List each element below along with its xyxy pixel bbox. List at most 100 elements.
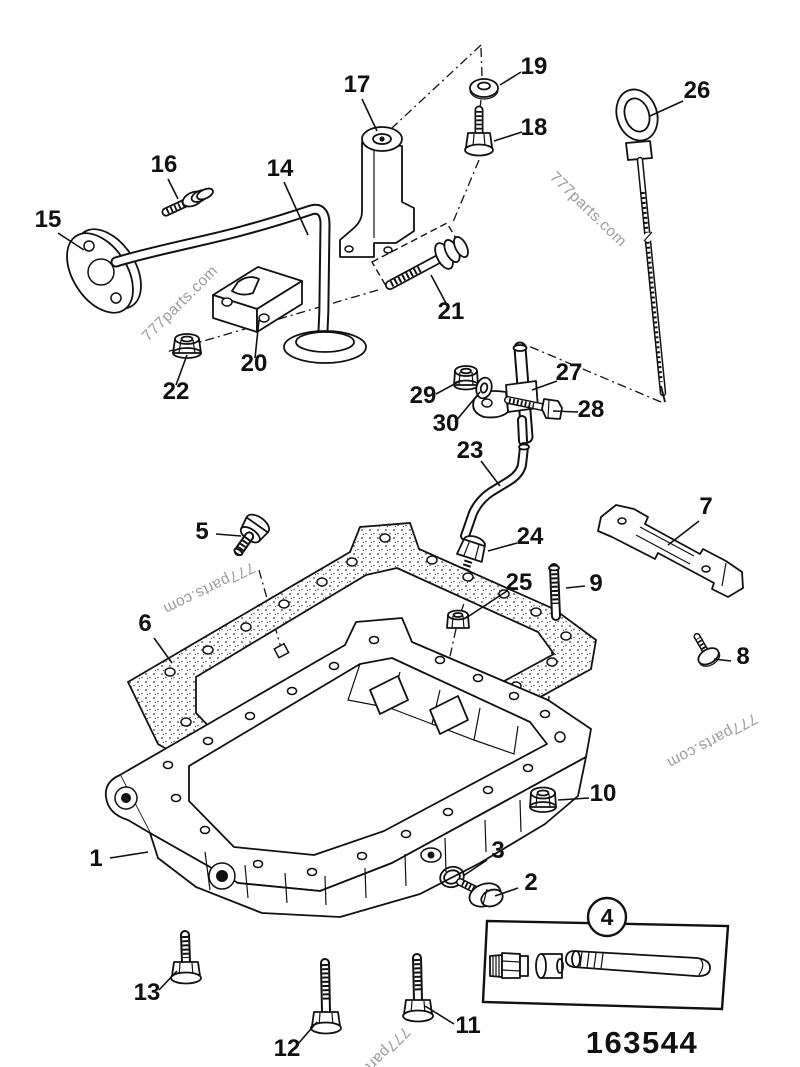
leader-line-12: [296, 1021, 318, 1046]
leader-line-23: [480, 460, 501, 487]
leader-line-30: [454, 391, 481, 423]
bolt-13: [170, 930, 202, 985]
kit-badge-circle: [586, 896, 628, 938]
watermark-text-4: 777parts.com: [664, 709, 760, 771]
oil-pan-1: [104, 617, 592, 918]
clamp-20: [212, 266, 303, 333]
leader-line-22: [175, 354, 188, 386]
pan-flange-holes: [162, 635, 551, 877]
leader-line-7: [667, 520, 700, 546]
part-label-10: 10: [590, 780, 617, 807]
leader-line-21: [430, 274, 448, 306]
leader-line-13: [158, 970, 178, 991]
nut-29: [453, 365, 479, 391]
leader-line-24: [487, 542, 518, 552]
part-label-8: 8: [736, 643, 749, 670]
leader-line-11: [424, 1005, 455, 1025]
stud-9: [548, 563, 561, 621]
leader-line-6: [153, 637, 173, 664]
part-label-5: 5: [195, 518, 208, 545]
leader-line-20: [254, 319, 260, 359]
part-labels: 1235678910111213141516171819202122232425…: [35, 53, 750, 1062]
watermark-text-2: 777parts.com: [139, 262, 222, 345]
part-label-27: 27: [556, 359, 583, 386]
bolt-28: [504, 396, 563, 420]
pan-interior: [347, 663, 519, 755]
leader-line-1: [109, 851, 149, 859]
watermark-text-5: 777parts.com: [331, 1023, 414, 1067]
pan-ribs: [204, 799, 522, 906]
part-label-21: 21: [438, 298, 465, 325]
washer-19: [469, 78, 499, 100]
part-label-13: 13: [134, 979, 161, 1006]
part-label-28: 28: [578, 396, 605, 423]
part-label-1: 1: [89, 845, 102, 872]
nut-25: [446, 609, 470, 629]
part-label-11: 11: [455, 1012, 480, 1039]
leader-line-17: [361, 98, 378, 132]
leader-line-29: [435, 380, 461, 395]
bolt-12: [310, 958, 342, 1035]
watermark-text-1: 777parts.com: [546, 169, 630, 251]
bolt-16: [161, 187, 214, 217]
kit-sleeve: [535, 953, 564, 979]
nut-10: [529, 786, 557, 813]
part-label-20: 20: [241, 350, 268, 377]
part-label-29: 29: [410, 382, 437, 409]
screw-8: [693, 632, 721, 667]
baffle-rail-7: [597, 504, 744, 598]
leader-line-5: [215, 533, 242, 537]
part-label-3: 3: [491, 837, 504, 864]
part-label-12: 12: [274, 1035, 301, 1062]
part-label-2: 2: [524, 869, 537, 896]
kit-badge-label: 4: [601, 904, 614, 930]
leader-line-10: [557, 797, 590, 801]
part-label-30: 30: [433, 410, 460, 437]
part-label-16: 16: [151, 151, 178, 178]
part-label-18: 18: [521, 114, 548, 141]
drain-plug-2: [456, 878, 504, 908]
part-label-15: 15: [35, 206, 62, 233]
leader-line-25: [465, 590, 508, 619]
nut-22: [172, 333, 202, 359]
part-label-19: 19: [521, 53, 548, 80]
dipstick-26: [615, 88, 667, 403]
part-label-7: 7: [699, 493, 712, 520]
bolt-21: [385, 235, 469, 290]
part-label-23: 23: [457, 437, 484, 464]
leader-line-27: [531, 380, 558, 391]
leader-line-3: [462, 859, 488, 877]
kit-hose: [564, 950, 711, 978]
part-label-25: 25: [506, 569, 533, 596]
leader-line-2: [494, 887, 519, 897]
leader-line-14: [283, 181, 309, 236]
part-label-26: 26: [684, 77, 711, 104]
part-label-14: 14: [267, 155, 294, 182]
part-label-24: 24: [517, 523, 544, 550]
leader-line-19: [499, 71, 522, 86]
bolt-11: [402, 953, 434, 1023]
bracket-17: [339, 126, 415, 258]
o-ring-3: [439, 865, 465, 889]
part-label-9: 9: [589, 570, 602, 597]
plug-5: [233, 513, 271, 557]
leader-line-28: [552, 410, 579, 413]
tube-23: [460, 442, 530, 541]
watermark-text-3: 777parts.com: [160, 558, 257, 617]
figure-number: 163544: [586, 1025, 698, 1060]
leader-line-26: [649, 100, 684, 117]
leader-line-15: [57, 232, 85, 251]
suction-pipe-assembly: [66, 203, 367, 364]
kit-fitting: [489, 952, 529, 979]
leader-line-18: [493, 131, 523, 142]
part-label-17: 17: [344, 71, 371, 98]
leader-line-8: [713, 658, 732, 662]
leader-line-16: [167, 178, 179, 200]
part-label-22: 22: [163, 378, 190, 405]
washer-30: [475, 376, 493, 400]
leader-lines: [57, 71, 732, 1046]
part-label-6: 6: [138, 610, 151, 637]
bolt-18: [464, 105, 494, 157]
kit-box-4: 4: [481, 896, 730, 1011]
